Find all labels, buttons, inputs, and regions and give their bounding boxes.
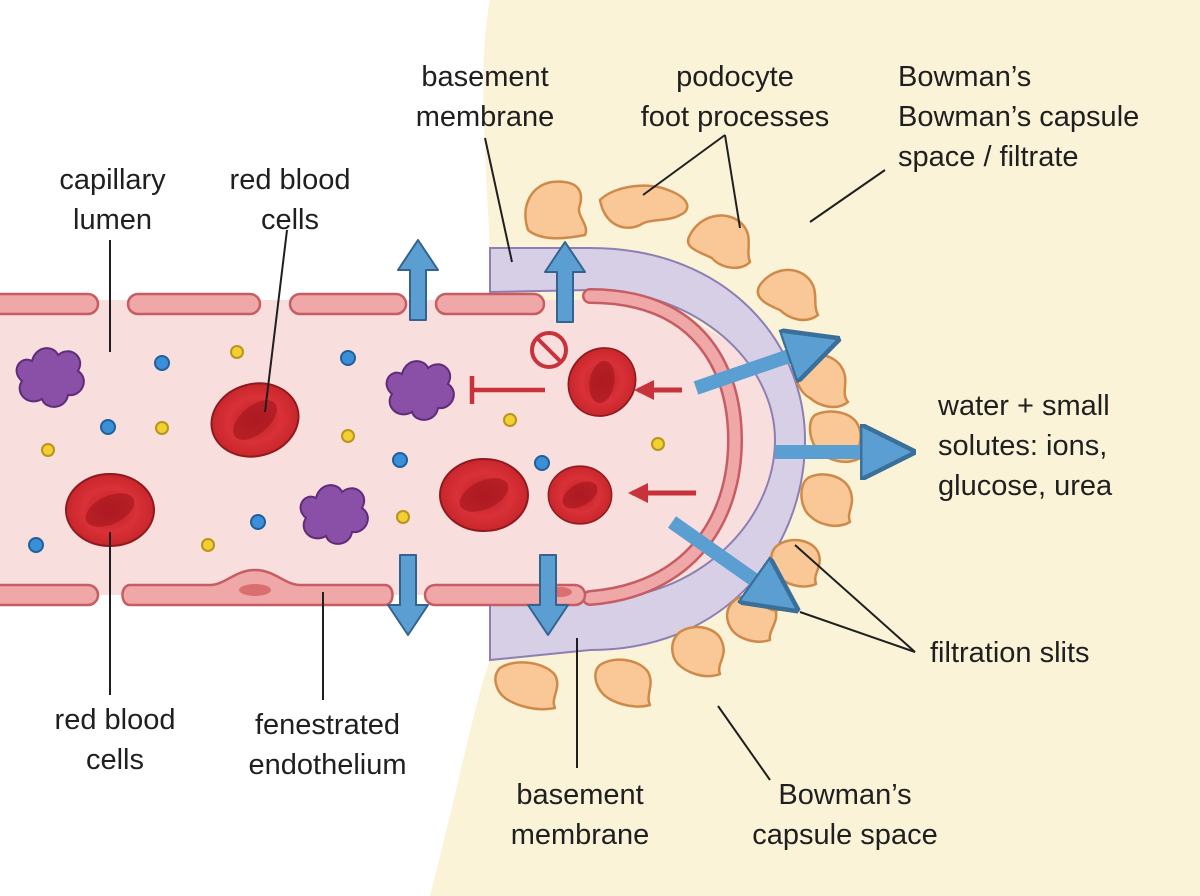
red-blood-cell bbox=[547, 465, 613, 525]
endothelium-curve-fill bbox=[584, 290, 741, 604]
label-filtration-slits: filtration slits bbox=[930, 637, 1090, 669]
leader-lines bbox=[109, 134, 916, 781]
solutes bbox=[28, 345, 665, 553]
filtration-arrow-out-icon bbox=[667, 342, 905, 605]
endothelial-nucleus bbox=[239, 584, 271, 596]
red-blood-cell bbox=[439, 458, 529, 532]
endothelium-top bbox=[0, 292, 546, 316]
capillary-lumen-plasma bbox=[0, 300, 790, 595]
blocked-icon bbox=[530, 331, 568, 369]
blocked-inhibit-arrow bbox=[469, 376, 545, 404]
